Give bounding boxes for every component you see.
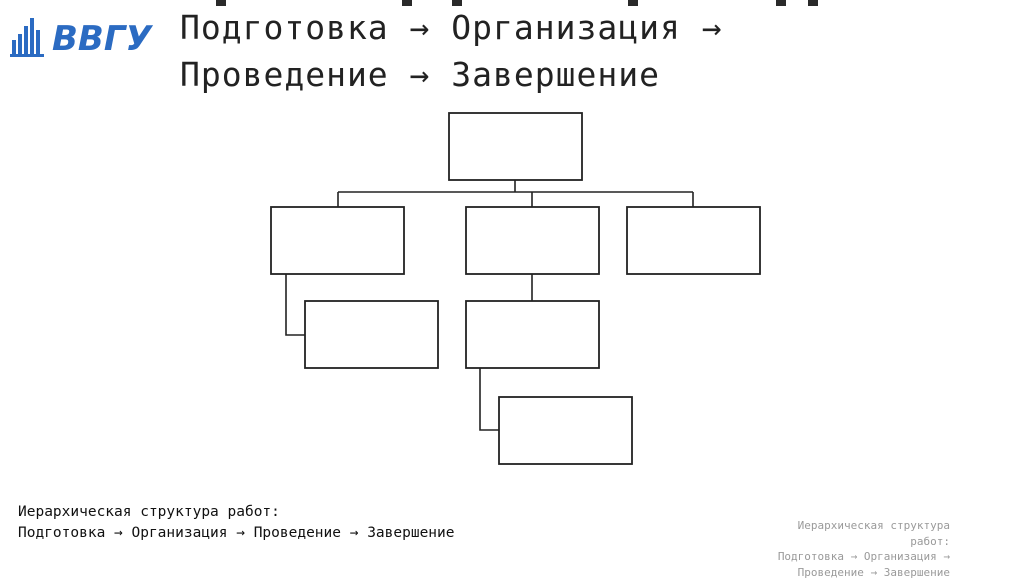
wbs-level3-box-2 (466, 301, 599, 368)
wbs-level2-box-2 (466, 207, 599, 274)
slide-caption: Иерархическая структура работ: Подготовк… (18, 502, 455, 544)
wbs-level2-box-1 (271, 207, 404, 274)
notes-line-3: Подготовка → Организация → (730, 549, 950, 565)
notes-line-1: Иерархическая структура (730, 518, 950, 534)
wbs-root-box (449, 113, 582, 180)
caption-line-2: Подготовка → Организация → Проведение → … (18, 523, 455, 544)
notes-line-4: Проведение → Завершение (730, 565, 950, 580)
notes-text: Иерархическая структура работ: Подготовк… (730, 518, 950, 580)
caption-line-1: Иерархическая структура работ: (18, 502, 455, 523)
wbs-level3-box-1 (305, 301, 438, 368)
wbs-level2-box-3 (627, 207, 760, 274)
wbs-level4-box-1 (499, 397, 632, 464)
notes-line-2: работ: (730, 534, 950, 550)
